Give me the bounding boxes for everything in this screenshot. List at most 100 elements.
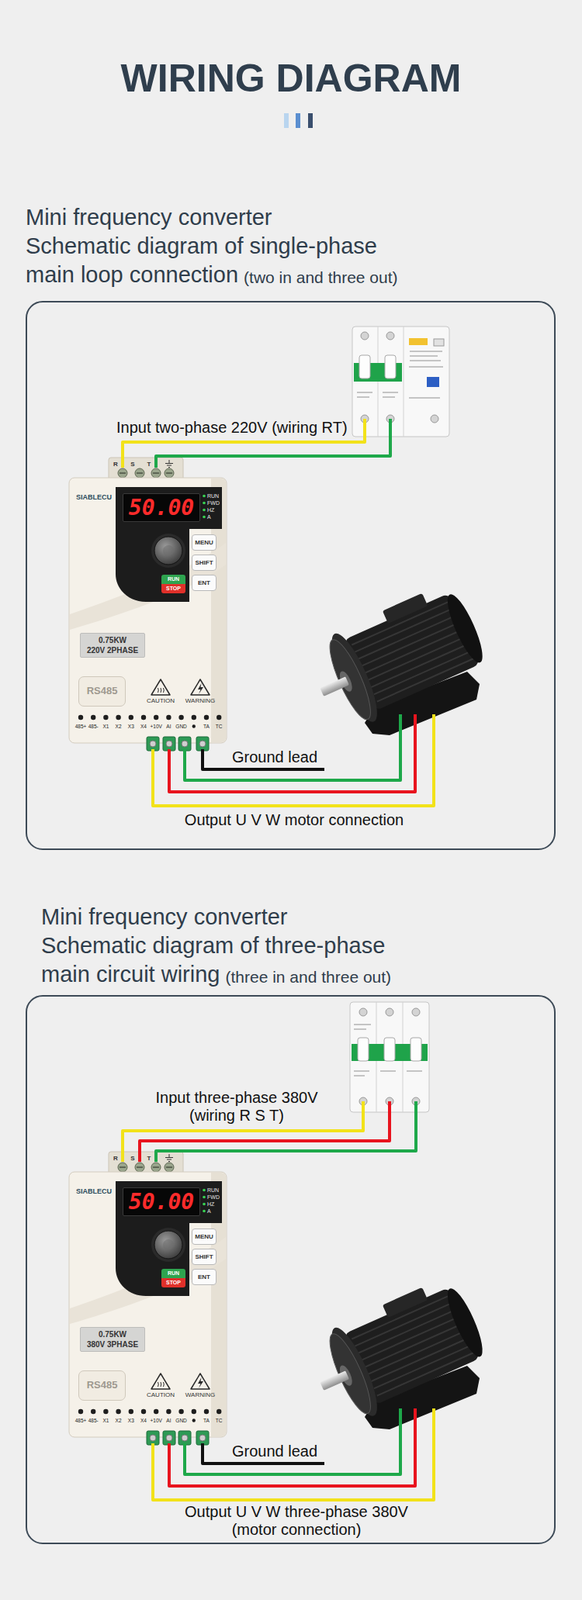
inverter-body-part (119, 472, 126, 475)
output-terminals (146, 737, 209, 752)
circuit-breaker-part (382, 391, 399, 394)
terminal-holes-part (103, 715, 108, 721)
run-key: RUN (161, 575, 186, 585)
display-window: 50.00 (122, 493, 201, 523)
motor-part-part-part (377, 658, 474, 702)
circuit-breaker-part (403, 326, 405, 437)
motor-part-part (319, 676, 350, 697)
warning-label: CAUTION (141, 697, 181, 706)
indicator-label: RUN (207, 1187, 219, 1195)
motor-part-part-part (364, 630, 461, 674)
output-terminals-part (166, 741, 173, 748)
circuit-breaker-part (384, 1038, 395, 1062)
brand-name: SIABLECU (76, 493, 112, 503)
terminal-name: TA (200, 1417, 213, 1425)
terminal-name: R (111, 1155, 120, 1164)
terminal-name: AI (162, 1417, 175, 1425)
circuit-breaker-part (353, 1028, 367, 1031)
inverter-body-part (162, 545, 174, 557)
circuit-breaker-part (356, 391, 373, 394)
terminal-name: T (145, 460, 153, 469)
circuit-breaker (352, 326, 450, 437)
display-readout: 50.00 (123, 494, 200, 522)
circuit-breaker-part (359, 355, 371, 379)
circuit-breaker-part (430, 415, 439, 423)
terminal-name: X1 (99, 723, 112, 731)
key-label: MENU (192, 535, 216, 551)
circuit-breaker-part (406, 1070, 423, 1073)
terminal-name: GND (175, 1417, 188, 1425)
terminal-name: R (111, 460, 120, 469)
inverter-body-part (158, 688, 165, 693)
terminal-holes-part (178, 715, 184, 721)
rating-plate: 0.75KW380V 3PHASE (79, 1327, 146, 1353)
circuit-breaker-part (408, 338, 428, 346)
terminal-holes-part (115, 715, 121, 721)
motor (301, 1274, 494, 1431)
output-terminals-part (196, 737, 209, 752)
circuit-breaker-part (412, 1008, 420, 1017)
terminal-name: +10V (149, 1417, 163, 1425)
inverter-body-part (135, 468, 145, 479)
terminal-name: +10V (149, 723, 163, 731)
voltage-rating: 380V 3PHASE (80, 1340, 145, 1351)
circuit-breaker-part (382, 396, 395, 399)
output-terminals-part (149, 741, 156, 748)
inverter-body-part (152, 472, 160, 475)
key-label: SHIFT (192, 1250, 216, 1265)
power-rating: 0.75KW (80, 635, 145, 646)
key-button: MENU (191, 1229, 217, 1246)
terminal-holes-part (192, 724, 196, 728)
stop-key: STOP (161, 1278, 186, 1289)
key-button: ENT (191, 575, 217, 592)
circuit-breaker-part (410, 1038, 422, 1062)
ground-symbol-part (165, 463, 174, 465)
inverter-body-part (136, 472, 143, 475)
terminal-name: X4 (137, 723, 150, 731)
terminal-holes-part (204, 715, 209, 721)
circuit-breaker-part (426, 377, 440, 388)
terminal-name: X2 (112, 1417, 125, 1425)
output-wires-part (169, 714, 416, 793)
ground-symbol-part (168, 467, 170, 468)
output-wires (152, 1409, 434, 1501)
display-readout: 50.00 (123, 1188, 200, 1216)
run-stop-key: RUNSTOP (161, 575, 186, 594)
rs485-port: RS485 (78, 1371, 126, 1402)
inverter-body-part (154, 536, 183, 565)
inverter-body-part (151, 533, 186, 569)
indicator-label: RUN (207, 492, 219, 500)
wiring-panel: Mini frequency converter Schematic diagr… (25, 301, 556, 851)
motor-part-part-part (374, 651, 471, 695)
stop-key: STOP (161, 584, 186, 594)
display-window: 50.00 (122, 1188, 201, 1217)
key-label: MENU (192, 1229, 216, 1245)
indicator-label: FWD (207, 499, 220, 507)
title-bars (284, 113, 313, 129)
output-terminals-part (181, 741, 188, 748)
terminal-name: TC (212, 723, 226, 731)
terminal-holes-part (153, 715, 159, 721)
circuit-breaker-part (356, 396, 370, 399)
circuit-breaker-part (380, 1070, 396, 1073)
circuit-breaker (349, 1002, 430, 1113)
indicator-label: A (207, 1208, 212, 1216)
terminal-name: TC (212, 1417, 226, 1425)
circuit-breaker-part (357, 1038, 369, 1062)
terminal-name: 485+ (74, 723, 87, 731)
circuit-breaker-part (409, 360, 441, 362)
port-label: RS485 (79, 1371, 125, 1400)
key-label: ENT (192, 575, 216, 591)
terminal-name: 485- (86, 1417, 100, 1425)
inverter-body (69, 457, 227, 752)
key-label: SHIFT (192, 555, 216, 571)
motor-part-part (322, 635, 378, 725)
ground-symbol (165, 460, 174, 468)
output-terminals-part (146, 737, 160, 752)
terminal-name: AI (162, 723, 175, 731)
voltage-rating: 220V 2PHASE (80, 645, 145, 656)
run-key: RUN (161, 1269, 186, 1279)
power-rating: 0.75KW (80, 1330, 145, 1341)
title-bars-part (308, 113, 313, 129)
terminal-name: X3 (124, 1417, 138, 1425)
